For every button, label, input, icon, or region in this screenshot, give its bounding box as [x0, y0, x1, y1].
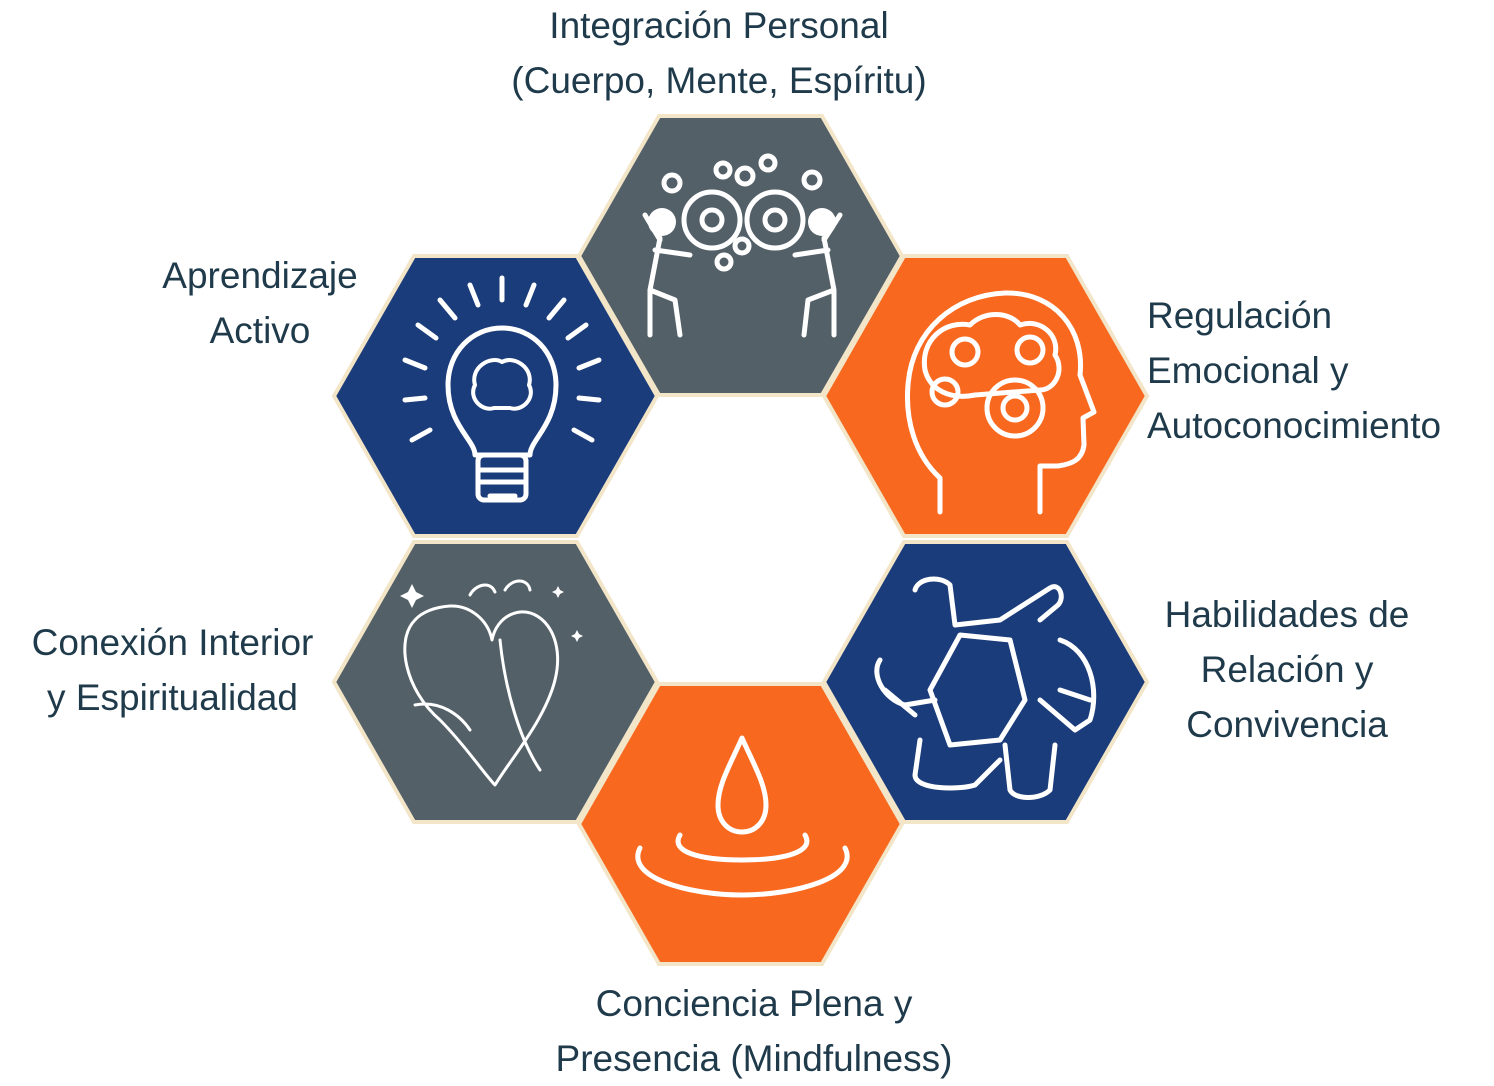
- label-conciencia-line-2: Presencia (Mindfulness): [555, 1038, 953, 1079]
- heart-arm-floral-icon: [400, 579, 583, 787]
- label-aprendizaje-line-2: Activo: [209, 310, 311, 351]
- hexagon-conciencia-shape: [576, 682, 905, 966]
- label-integracion-line-1: Integración Personal: [549, 5, 889, 46]
- label-conexion-line-1: Conexión Interior: [31, 622, 314, 663]
- hexagon-aprendizaje-shape: [331, 254, 660, 538]
- hexagon-aprendizaje: [331, 254, 660, 538]
- label-conexion: Conexión Interior y Espiritualidad: [0, 615, 345, 725]
- label-conciencia-line-1: Conciencia Plena y: [595, 983, 913, 1024]
- label-regulacion: Regulación Emocional y Autoconocimiento: [1147, 288, 1441, 453]
- label-habilidades: Habilidades de Relación y Convivencia: [1137, 587, 1437, 752]
- hexagon-habilidades: [821, 540, 1150, 824]
- hexagon-conciencia: [576, 682, 905, 966]
- hexagon-conexion: [331, 540, 660, 824]
- label-conciencia: Conciencia Plena y Presencia (Mindfulnes…: [512, 976, 996, 1086]
- water-drop-icon: [635, 735, 850, 898]
- label-habilidades-line-3: Convivencia: [1186, 704, 1388, 745]
- head-emotions-icon: [905, 290, 1097, 515]
- label-regulacion-line-2: Emocional y: [1147, 350, 1349, 391]
- hexagon-habilidades-shape: [821, 540, 1150, 824]
- label-aprendizaje-line-1: Aprendizaje: [162, 255, 358, 296]
- label-conexion-line-2: y Espiritualidad: [47, 677, 298, 718]
- label-aprendizaje: Aprendizaje Activo: [135, 248, 385, 358]
- linked-hands-icon: [874, 576, 1097, 800]
- label-integracion: Integración Personal (Cuerpo, Mente, Esp…: [472, 0, 966, 108]
- hexagon-conexion-shape: [331, 540, 660, 824]
- label-regulacion-line-1: Regulación: [1147, 295, 1333, 336]
- label-habilidades-line-1: Habilidades de: [1164, 594, 1410, 635]
- lightbulb-brain-icon: [402, 275, 602, 503]
- label-habilidades-line-2: Relación y: [1200, 649, 1374, 690]
- gears-people-icon: [642, 153, 843, 338]
- label-integracion-line-2: (Cuerpo, Mente, Espíritu): [511, 60, 927, 101]
- hexagon-regulacion: [821, 254, 1150, 538]
- label-regulacion-line-3: Autoconocimiento: [1147, 405, 1442, 446]
